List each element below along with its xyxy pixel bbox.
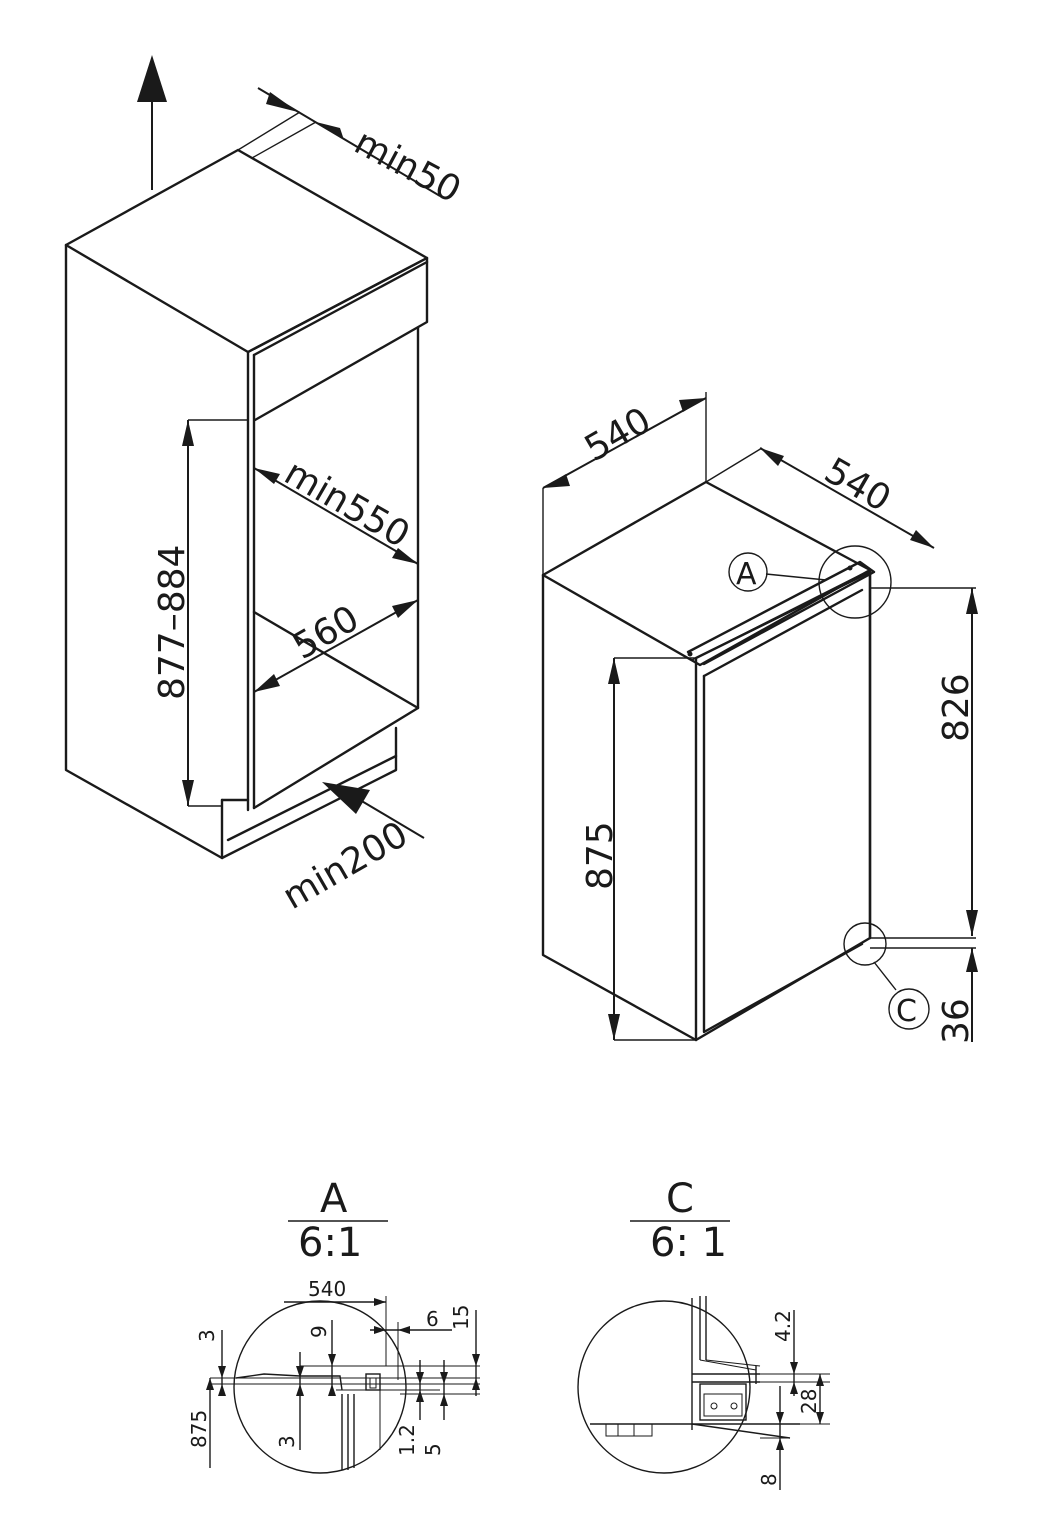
niche-height-label: 877–884 [152,545,193,700]
appliance-height-label: 875 [580,821,621,890]
detail-c: C 6: 1 4.2 28 [577,1176,830,1490]
min-top-clearance-label: min50 [348,122,468,212]
detail-c-circle [843,922,887,966]
detail-c-scale: 6: 1 [650,1220,727,1266]
detail-c-dim-4-2: 4.2 [771,1310,795,1342]
svg-text:C: C [896,994,917,1029]
detail-c-marker [888,988,930,1030]
detail-a-dim-1-2: 1.2 [395,1424,419,1456]
detail-a-dim-9: 9 [307,1325,331,1338]
detail-a-dim-3-top: 3 [195,1329,219,1342]
appliance-view: 540 540 875 826 36 A C [541,392,978,1044]
ventilation-inlet-arrow-icon [322,782,370,814]
detail-c-dim-8: 8 [757,1473,781,1486]
niche-width-label: 560 [286,598,366,668]
min-depth-label: min550 [278,452,417,556]
bottom-offset-label: 36 [936,998,977,1044]
detail-a-dim-6: 6 [426,1307,439,1331]
detail-a: A 6:1 540 6 15 [187,1176,480,1474]
detail-a-title: A [320,1176,348,1222]
detail-a-circle [818,545,892,619]
detail-a-scale: 6:1 [298,1220,362,1266]
detail-a-dim-3-bottom: 3 [275,1435,299,1448]
cabinet-niche-view: min50 877–884 min550 560 min200 [64,55,468,918]
detail-a-dim-15: 15 [449,1305,473,1330]
detail-a-dim-540: 540 [308,1277,346,1301]
door-height-label: 826 [936,673,977,742]
detail-a-dim-875: 875 [187,1410,211,1448]
detail-a-marker [728,552,768,592]
detail-a-dim-5: 5 [421,1443,445,1456]
detail-c-dim-28: 28 [797,1389,821,1414]
appliance-width-label: 540 [578,400,658,470]
ventilation-up-arrow-icon [137,55,167,102]
appliance-depth-label: 540 [818,450,898,520]
svg-text:A: A [736,557,757,592]
min-bottom-clearance-label: min200 [276,814,415,918]
detail-c-title: C [666,1176,694,1222]
